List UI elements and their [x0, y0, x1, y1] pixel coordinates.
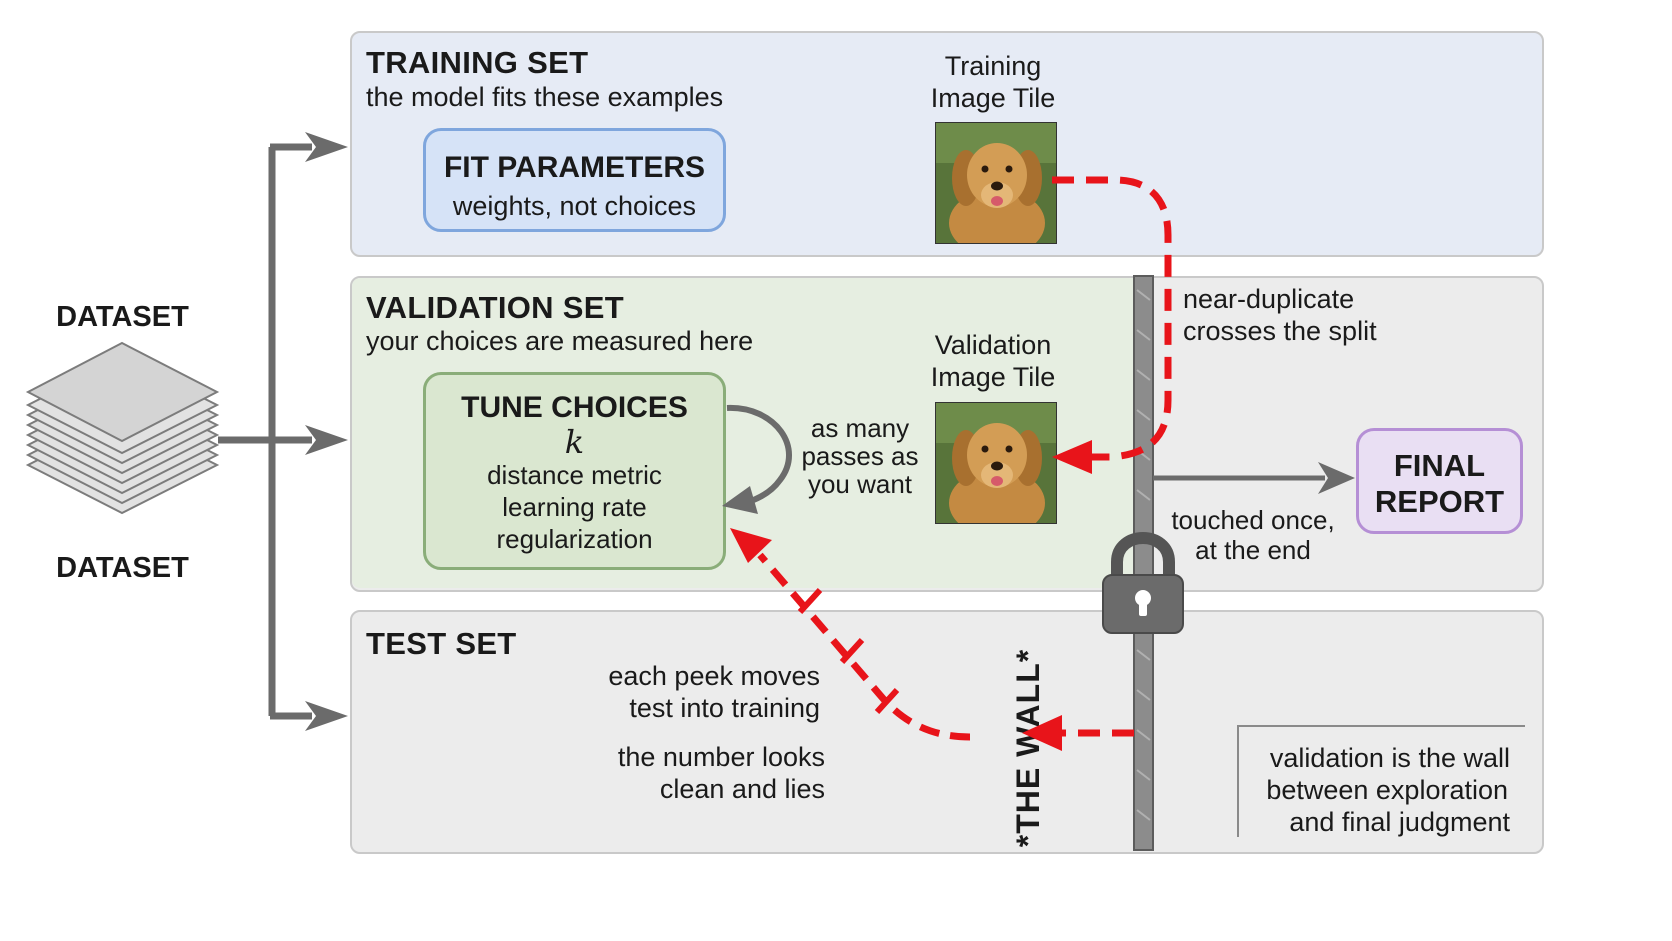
training-subtitle: the model fits these examples	[366, 82, 724, 112]
leak-arrow	[1052, 176, 1172, 474]
tune-choices-metric: distance metric	[487, 460, 662, 490]
dataset-label-bottom: DATASET	[56, 552, 189, 584]
lies-label-1: the number looks	[617, 742, 825, 772]
tune-choices-reg: regularization	[496, 524, 653, 554]
wall-bar	[1133, 275, 1154, 851]
test-panel	[350, 610, 1544, 854]
split-arrows	[218, 143, 312, 720]
final-report-line-2: REPORT	[1374, 484, 1505, 519]
tune-choices-box: TUNE CHOICES k distance metric learning …	[423, 372, 726, 570]
leak-label-1: near-duplicate	[1183, 284, 1355, 314]
final-report-line-1: FINAL	[1393, 448, 1486, 483]
dog-image-icon	[936, 123, 1056, 243]
lies-label-2: clean and lies	[659, 774, 825, 804]
peek-arrow	[730, 528, 971, 741]
fit-parameters-box: FIT PARAMETERS weights, not choices	[423, 128, 726, 232]
note-line-3: and final judgment	[1289, 807, 1510, 837]
leak-label-2: crosses the split	[1183, 316, 1377, 346]
touched-label-2: at the end	[1195, 535, 1311, 565]
fit-parameters-title: FIT PARAMETERS	[443, 151, 706, 184]
training-tile-label-2: Image Tile	[930, 83, 1056, 113]
validation-tile-label-2: Image Tile	[930, 362, 1056, 392]
fit-parameters-sub: weights, not choices	[452, 191, 697, 221]
peek-label-2: test into training	[629, 693, 820, 723]
final-report-box: FINAL REPORT	[1356, 428, 1523, 534]
validation-title: VALIDATION SET	[366, 290, 624, 325]
test-title: TEST SET	[366, 626, 517, 661]
loop-label-1: as many	[810, 413, 910, 443]
tune-choices-k: k	[564, 423, 585, 461]
dog-image-icon	[936, 403, 1056, 523]
validation-tile-label-1: Validation	[934, 330, 1052, 360]
validation-image-tile	[935, 402, 1057, 524]
note-line-2: between exploration	[1266, 775, 1508, 805]
validation-subtitle: your choices are measured here	[366, 326, 754, 356]
peek-label-1: each peek moves	[608, 661, 820, 691]
wall-test-arrow	[1022, 715, 1134, 751]
dataset-label-top: DATASET	[56, 301, 189, 333]
note-frame	[1237, 725, 1525, 837]
training-title: TRAINING SET	[366, 45, 589, 80]
padlock-icon	[1102, 532, 1184, 634]
tune-choices-title: TUNE CHOICES	[461, 391, 688, 424]
training-tile-label-1: Training	[944, 51, 1042, 81]
tune-choices-lr: learning rate	[502, 492, 647, 522]
training-image-tile	[935, 122, 1057, 244]
tuning-loop-arrow	[722, 404, 792, 514]
dataset-stack-icon	[25, 341, 220, 515]
touched-label-1: touched once,	[1171, 505, 1335, 535]
final-report-arrow	[1153, 462, 1355, 494]
loop-label-2: passes as	[801, 441, 919, 471]
note-line-1: validation is the wall	[1269, 743, 1510, 773]
split-arrowheads	[305, 132, 348, 731]
loop-label-3: you want	[807, 469, 913, 499]
